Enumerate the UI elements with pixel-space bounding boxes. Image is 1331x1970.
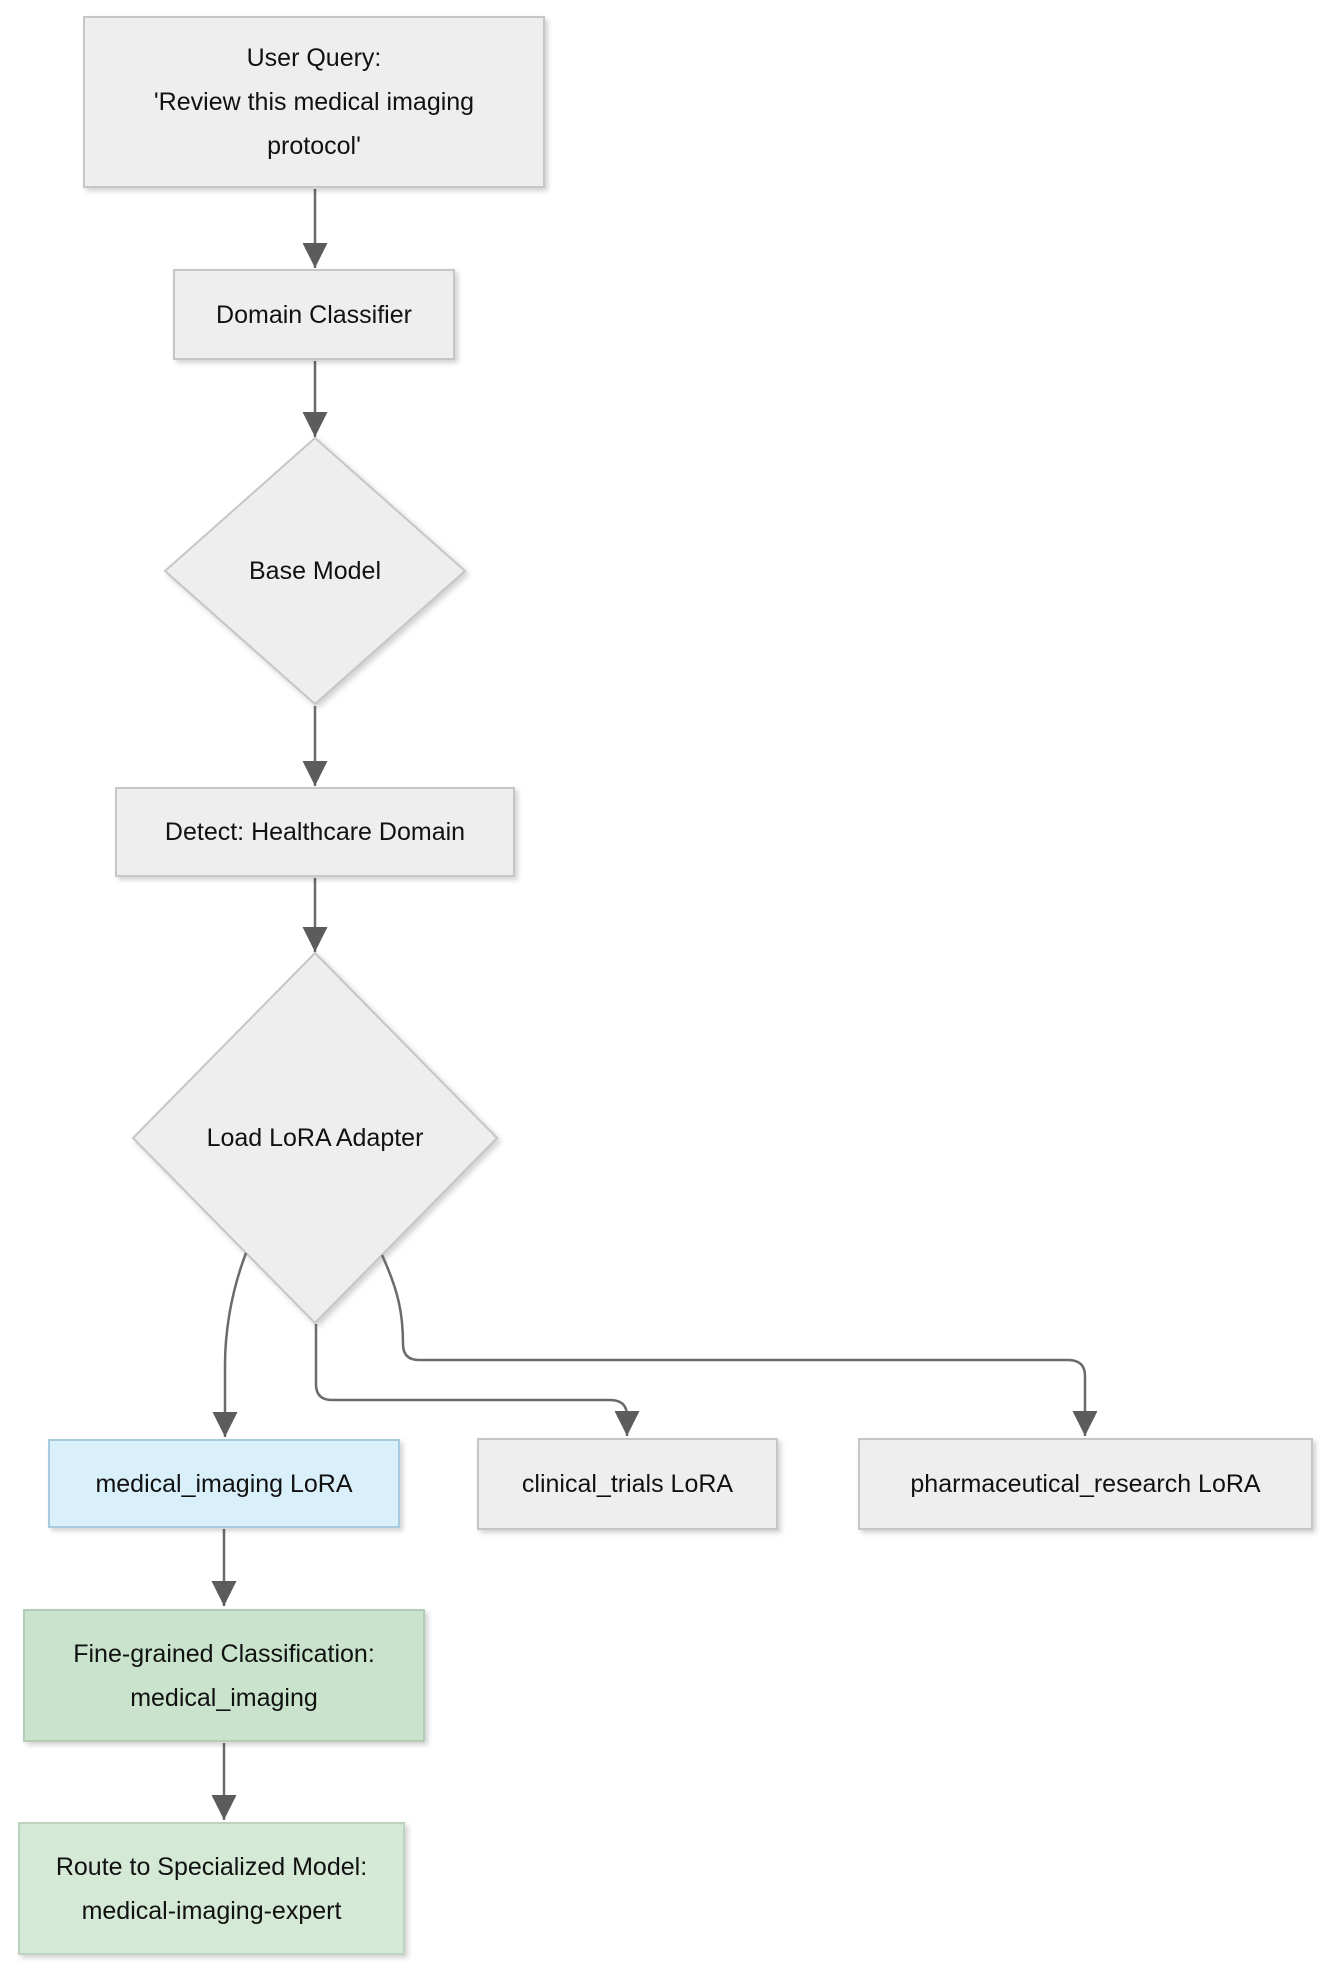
edge-load-lora-to-medical-imaging: [212, 1252, 248, 1437]
edge-load-lora-to-pharmaceutical-research: [380, 1254, 1098, 1436]
node-label-line: medical-imaging-expert: [81, 1896, 342, 1925]
node-medical-imaging-lora: medical_imaging LoRA: [48, 1439, 400, 1528]
node-label-line: medical_imaging: [130, 1683, 318, 1712]
node-label-line: Domain Classifier: [216, 300, 412, 329]
node-domain-classifier: Domain Classifier: [173, 269, 455, 360]
node-label-line: Fine-grained Classification:: [73, 1639, 375, 1668]
node-label-line: protocol': [267, 132, 361, 160]
node-user-query: User Query: 'Review this medical imaging…: [83, 16, 545, 188]
node-label-line: Detect: Healthcare Domain: [164, 818, 466, 846]
node-detect-healthcare-domain: Detect: Healthcare Domain: [115, 787, 515, 877]
node-pharmaceutical-research-lora: pharmaceutical_research LoRA: [858, 1438, 1313, 1530]
node-label-line: User Query:: [246, 44, 382, 72]
edge-load-lora-to-clinical-trials: [314, 1324, 640, 1436]
node-route-specialized-model: Route to Specialized Model: medical-imag…: [18, 1822, 405, 1955]
node-label-line: 'Review this medical imaging: [153, 88, 475, 116]
node-fine-grained-classification: Fine-grained Classification: medical_ima…: [23, 1609, 425, 1742]
node-label-line: clinical_trials LoRA: [521, 1470, 734, 1498]
node-label-line: Route to Specialized Model:: [55, 1852, 368, 1881]
node-load-lora-adapter-diamond: [131, 951, 499, 1325]
node-base-model-diamond: [163, 436, 467, 706]
node-label-line: medical_imaging LoRA: [95, 1469, 353, 1498]
node-clinical-trials-lora: clinical_trials LoRA: [477, 1438, 778, 1530]
node-label-line: pharmaceutical_research LoRA: [910, 1470, 1261, 1498]
